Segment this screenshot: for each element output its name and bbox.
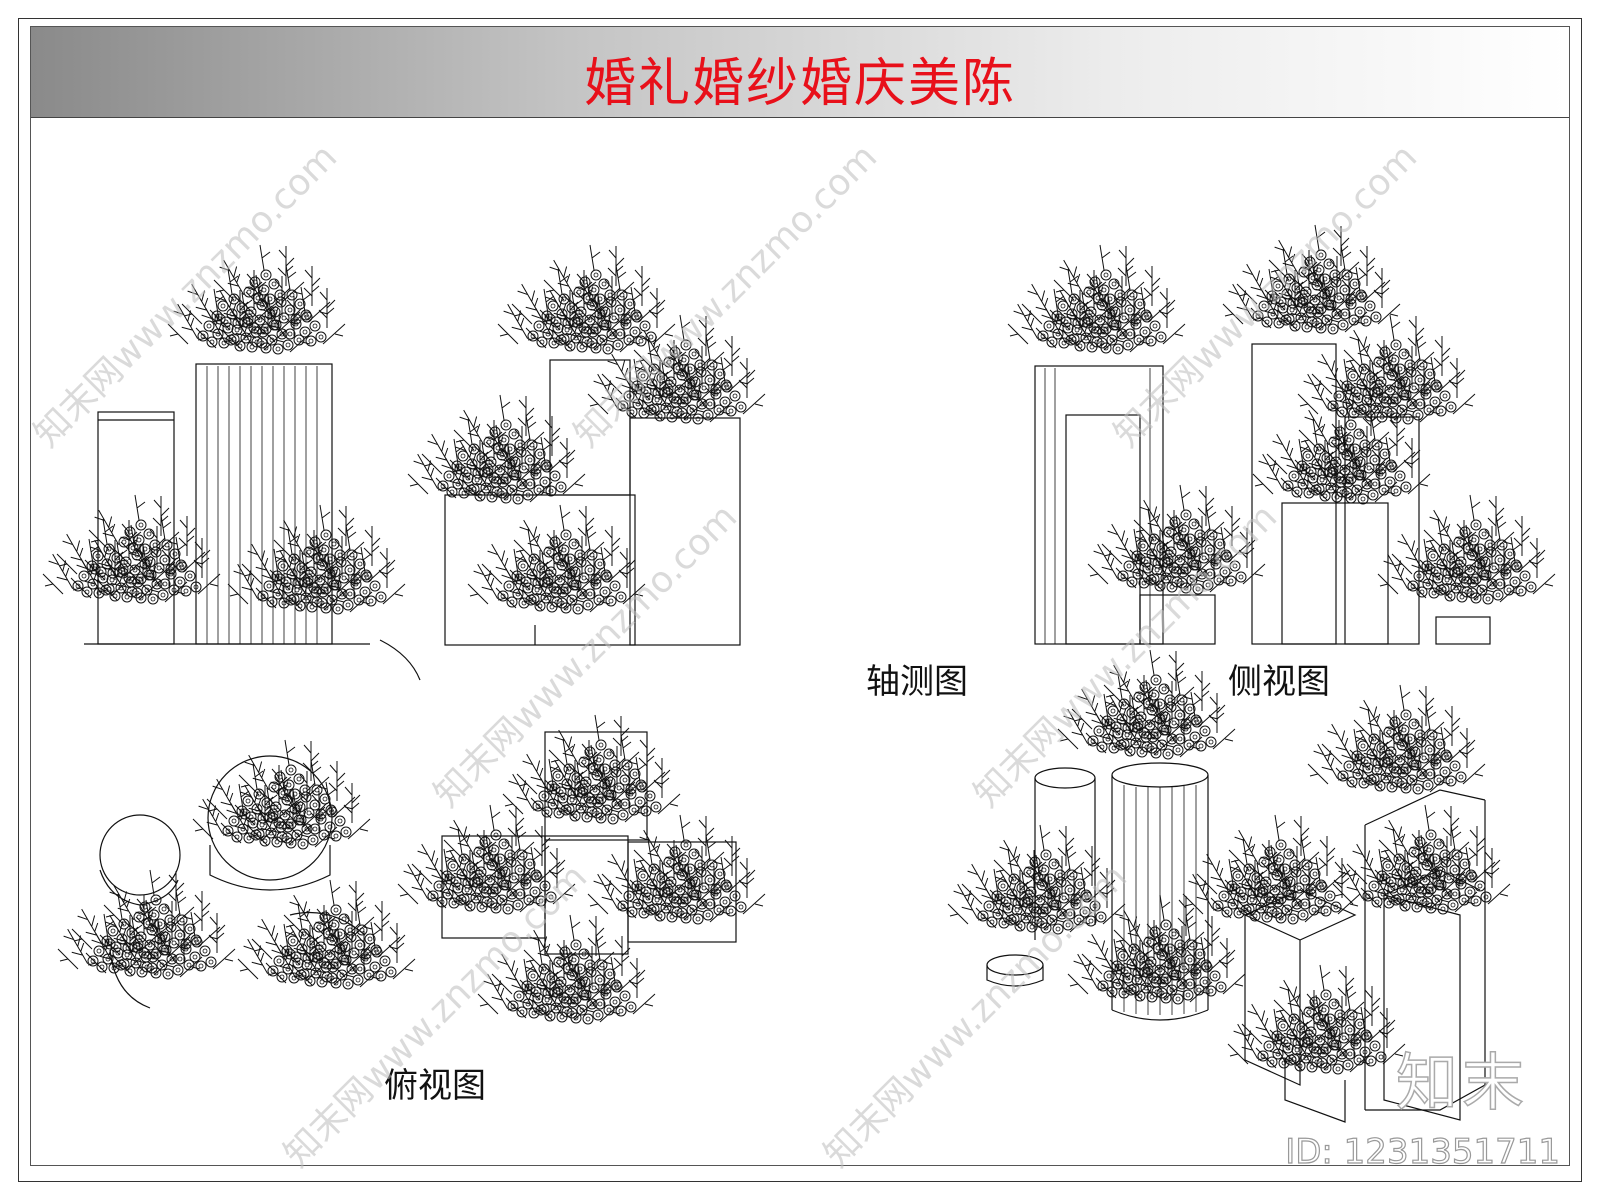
label-axonometric: 轴测图: [866, 662, 968, 702]
title-bar: 婚礼婚纱婚庆美陈: [31, 27, 1569, 118]
label-side-view: 侧视图: [1228, 662, 1330, 702]
image-id: ID: 1231351711: [1285, 1131, 1561, 1172]
page-title: 婚礼婚纱婚庆美陈: [583, 54, 1016, 114]
front-view: [84, 363, 421, 681]
outer-border: [18, 18, 1582, 1182]
brand-logo-text: 知末: [1395, 1045, 1528, 1120]
side-view-column: [1034, 365, 1216, 645]
label-top-view: 俯视图: [384, 1066, 486, 1106]
inner-border: [30, 26, 1570, 1166]
